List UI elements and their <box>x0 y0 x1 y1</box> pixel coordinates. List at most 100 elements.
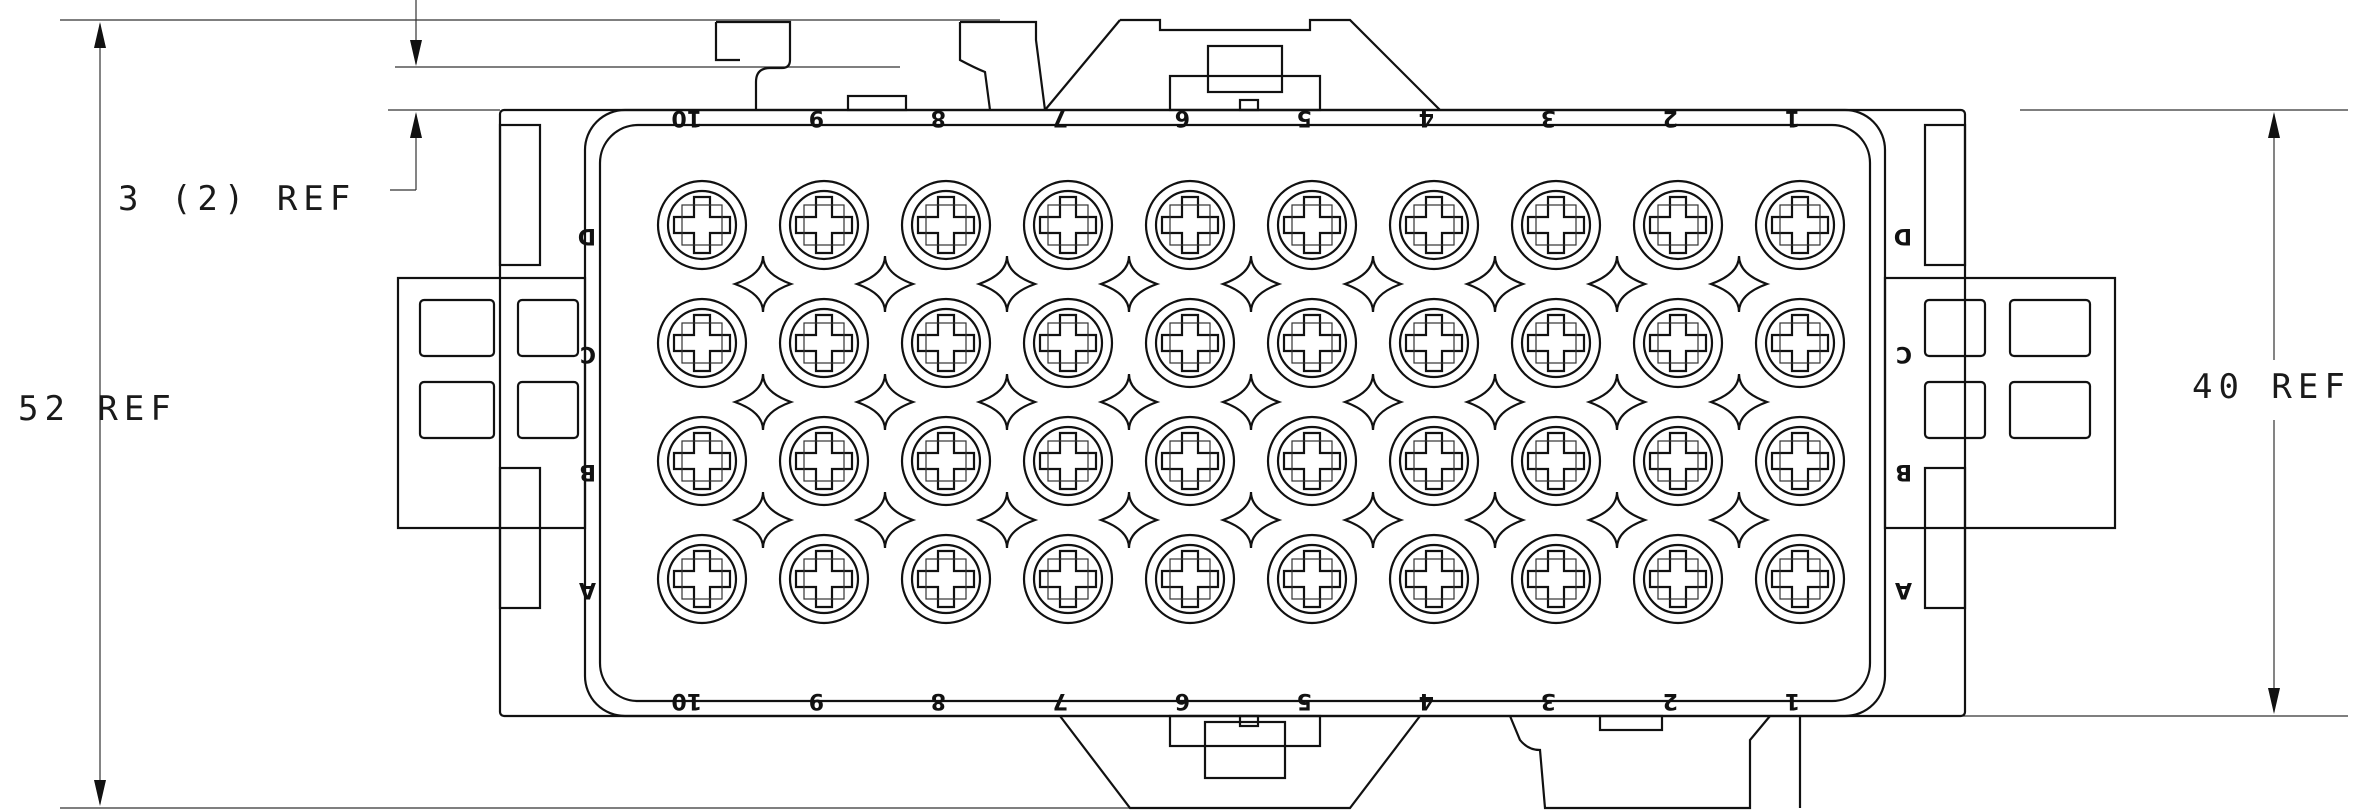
cavity-outer-ring <box>1754 179 1846 271</box>
web-diamond <box>975 373 1039 431</box>
cavity-inner-ring <box>1154 543 1226 615</box>
row-label-b-right: B <box>1895 459 1912 484</box>
col-label-1-top: 1 <box>1785 105 1800 130</box>
cavity-inner-ring <box>1154 307 1226 379</box>
terminal-box <box>1047 204 1089 246</box>
web-diamond <box>853 255 917 313</box>
terminal-cross <box>1160 431 1220 491</box>
terminal-box <box>925 204 967 246</box>
web-diamond <box>853 373 917 431</box>
terminal-box <box>1535 440 1577 482</box>
cavity-inner-ring <box>1764 543 1836 615</box>
terminal-cross <box>1038 549 1098 609</box>
contact-cavity <box>1388 415 1480 507</box>
contact-cavity <box>656 297 748 389</box>
terminal-cross <box>916 313 976 373</box>
contact-cavity <box>1022 415 1114 507</box>
web-diamond <box>1463 255 1527 313</box>
contact-cavity <box>656 179 748 271</box>
contact-cavity <box>1266 297 1358 389</box>
contact-cavity <box>1754 297 1846 389</box>
web-diamond <box>1707 373 1771 431</box>
cavity-outer-ring <box>656 415 748 507</box>
cavity-inner-ring <box>788 425 860 497</box>
web-diamond <box>1707 491 1771 549</box>
cavity-outer-ring <box>1754 297 1846 389</box>
cavity-outer-ring <box>1022 533 1114 625</box>
web-diamond <box>1585 255 1649 313</box>
cavity-outer-ring <box>1632 415 1724 507</box>
terminal-cross <box>794 313 854 373</box>
terminal-box <box>1779 204 1821 246</box>
terminal-box <box>1291 204 1333 246</box>
col-label-4-top: 4 <box>1419 105 1434 130</box>
col-label-4-bottom: 4 <box>1419 688 1434 713</box>
cavity-inner-ring <box>910 307 982 379</box>
contact-cavity <box>1144 415 1236 507</box>
web-diamond <box>1585 491 1649 549</box>
contact-cavity <box>1022 533 1114 625</box>
contact-cavity <box>1510 533 1602 625</box>
terminal-cross <box>1282 549 1342 609</box>
cavity-outer-ring <box>1388 415 1480 507</box>
terminal-box <box>1413 204 1455 246</box>
cavity-inner-ring <box>1154 189 1226 261</box>
cavity-inner-ring <box>1032 425 1104 497</box>
cavity-inner-ring <box>1764 425 1836 497</box>
cavity-outer-ring <box>1510 533 1602 625</box>
contact-cavity <box>900 415 992 507</box>
contact-cavity <box>1266 415 1358 507</box>
cavity-inner-ring <box>1642 543 1714 615</box>
web-diamond <box>731 491 795 549</box>
contact-cavity <box>778 533 870 625</box>
terminal-box <box>925 322 967 364</box>
cavity-outer-ring <box>900 179 992 271</box>
terminal-box <box>1779 322 1821 364</box>
cavity-inner-ring <box>788 543 860 615</box>
cavity-outer-ring <box>1266 415 1358 507</box>
cavity-outer-ring <box>1144 533 1236 625</box>
contact-cavity <box>1388 179 1480 271</box>
row-labels-right: D C B A <box>1894 223 1912 602</box>
terminal-cross <box>1404 549 1464 609</box>
cavity-outer-ring <box>1388 533 1480 625</box>
terminal-cross <box>1038 431 1098 491</box>
web-diamond <box>1341 255 1405 313</box>
terminal-box <box>1291 440 1333 482</box>
cavity-outer-ring <box>1754 415 1846 507</box>
web-diamond <box>1219 255 1283 313</box>
terminal-cross <box>794 431 854 491</box>
cavity-outer-ring <box>1266 297 1358 389</box>
column-labels-top: 10 9 8 7 6 5 4 3 2 1 <box>671 105 1800 130</box>
web-diamond <box>1463 373 1527 431</box>
terminal-cross <box>1282 195 1342 255</box>
cavity-outer-ring <box>1388 179 1480 271</box>
cavity-outer-ring <box>1144 297 1236 389</box>
contact-cavity <box>1510 297 1602 389</box>
web-diamond <box>1097 491 1161 549</box>
terminal-cross <box>1038 195 1098 255</box>
cavity-outer-ring <box>1632 533 1724 625</box>
terminal-box <box>1169 322 1211 364</box>
row-label-c-left: C <box>580 341 596 366</box>
cavity-inner-ring <box>1764 307 1836 379</box>
row-label-c-right: C <box>1896 341 1912 366</box>
cavity-outer-ring <box>1022 297 1114 389</box>
cavity-outer-ring <box>1754 533 1846 625</box>
dim-housing-height: 40 REF <box>2192 367 2351 407</box>
web-diamond <box>1707 255 1771 313</box>
cavity-outer-ring <box>1632 179 1724 271</box>
terminal-cross <box>1526 549 1586 609</box>
terminal-cross <box>672 313 732 373</box>
terminal-box <box>1779 440 1821 482</box>
terminal-cross <box>1160 313 1220 373</box>
terminal-cross <box>916 431 976 491</box>
cavity-inner-ring <box>1520 189 1592 261</box>
row-label-d-left: D <box>578 223 596 248</box>
col-label-9-top: 9 <box>809 105 824 130</box>
terminal-cross <box>1770 431 1830 491</box>
dimension-overall: 52 REF <box>18 19 1160 809</box>
cavity-outer-ring <box>1510 179 1602 271</box>
cavity-outer-ring <box>1144 179 1236 271</box>
